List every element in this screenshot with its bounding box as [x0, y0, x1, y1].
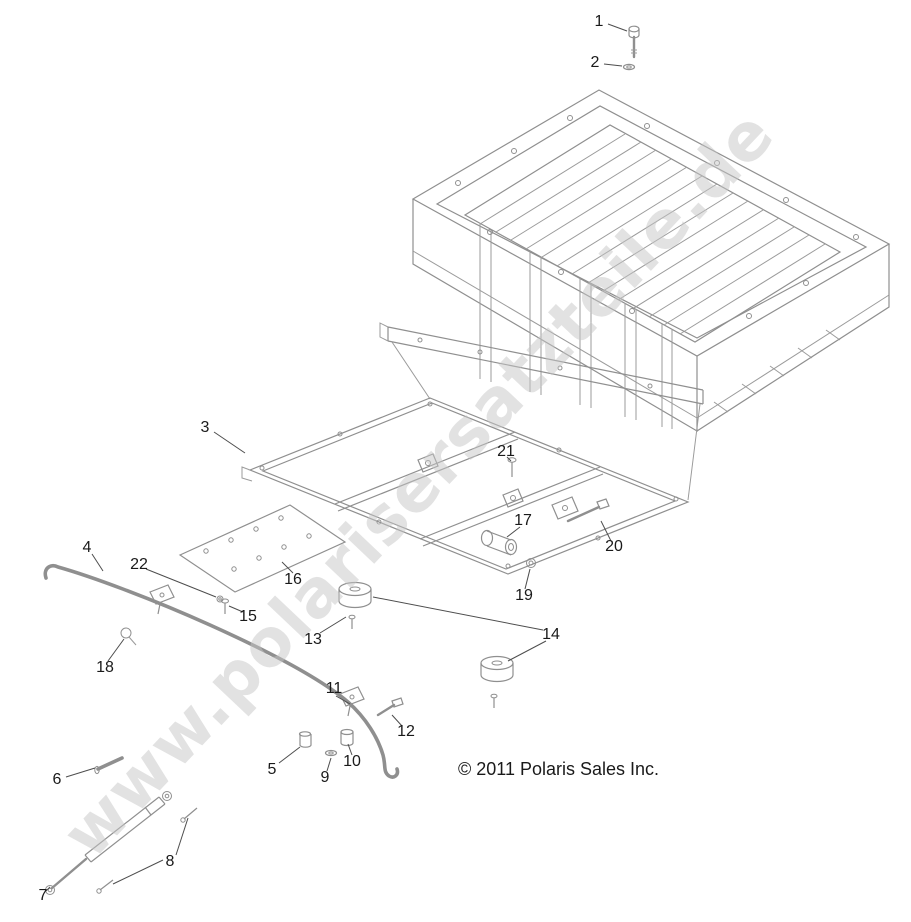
leader-line-15	[228, 605, 244, 613]
rubber-bumper-rear	[480, 655, 514, 708]
leader-line-14b	[507, 640, 547, 662]
cotter-pin-lower	[96, 879, 114, 894]
leader-line-6	[65, 767, 96, 778]
callout-12: 12	[397, 723, 415, 740]
cargo-box	[411, 89, 891, 433]
washer-2	[622, 63, 636, 71]
callout-22: 22	[130, 556, 148, 573]
callout-4: 4	[82, 539, 92, 556]
leader-line-20	[600, 520, 612, 542]
mounting-plate	[178, 504, 347, 593]
copyright-text: © 2011 Polaris Sales Inc.	[458, 759, 660, 779]
screw-15	[221, 598, 229, 614]
rubber-bumper-front	[338, 581, 372, 629]
callout-2: 2	[590, 54, 600, 71]
bolt-20	[566, 498, 610, 523]
flange-nut	[526, 558, 536, 568]
push-nut	[216, 595, 224, 603]
leader-line-8a	[175, 817, 189, 856]
callout-11: 11	[325, 680, 343, 697]
leader-line-9	[326, 757, 332, 772]
leader-line-19	[524, 568, 531, 590]
gas-strut	[45, 791, 172, 895]
callout-3: 3	[200, 419, 210, 436]
screw-21	[507, 457, 517, 477]
hatch-marks	[713, 329, 841, 413]
leader-line-17	[506, 526, 521, 538]
bar-clamp-right	[339, 686, 365, 717]
pivot-pin	[94, 756, 124, 775]
cotter-pin-upper	[180, 807, 198, 823]
leader-line-5	[278, 746, 301, 764]
callout-20: 20	[605, 538, 623, 555]
floor-slats	[479, 133, 826, 335]
roller-spacer	[480, 529, 518, 556]
watermark-text: www.polarisersatzteile.de	[48, 95, 789, 873]
callout-8: 8	[165, 853, 175, 870]
bumper-screw	[490, 693, 498, 708]
leader-line-7	[45, 886, 51, 892]
callout-14: 14	[542, 626, 560, 643]
torsion-bar	[43, 563, 400, 779]
callout-13: 13	[304, 631, 322, 648]
callout-21: 21	[497, 443, 515, 460]
leader-line-8b	[112, 859, 164, 885]
callout-16: 16	[284, 571, 302, 588]
leader-line-3	[213, 431, 246, 454]
watermark: www.polarisersatzteile.de	[48, 95, 789, 873]
bolt-1	[628, 25, 640, 59]
hinge-bracket	[551, 496, 579, 520]
bushing-large	[340, 728, 354, 747]
bushing-small	[298, 731, 312, 748]
bed-frame	[241, 397, 690, 575]
front-mount-channel	[379, 322, 704, 501]
leader-line-22	[145, 568, 217, 598]
callout-7: 7	[38, 887, 48, 904]
bar-clamp-left	[149, 584, 175, 615]
washer-9	[324, 749, 338, 757]
leader-line-16	[281, 561, 294, 574]
leader-line-10	[347, 743, 353, 756]
leader-line-14a	[372, 596, 544, 631]
leader-line-21	[506, 456, 512, 462]
leader-line-1	[607, 23, 628, 32]
leader-line-13	[319, 616, 347, 634]
leader-line-4	[91, 553, 104, 572]
callout-1: 1	[594, 13, 604, 30]
callout-10: 10	[343, 753, 361, 770]
bolt-12	[376, 697, 404, 717]
callout-5: 5	[267, 761, 277, 778]
callout-19: 19	[515, 587, 533, 604]
callout-17: 17	[514, 512, 532, 529]
leader-lines	[45, 23, 628, 892]
callout-15: 15	[239, 608, 257, 625]
callout-18: 18	[96, 659, 114, 676]
leader-line-2	[603, 63, 623, 67]
leader-line-18	[107, 638, 125, 662]
leader-line-12	[391, 714, 403, 727]
rim-bolts	[455, 115, 859, 319]
callout-9: 9	[320, 769, 330, 786]
bumper-screw	[348, 614, 356, 629]
callout-6: 6	[52, 771, 62, 788]
support-posts	[479, 223, 673, 429]
retainer-clip	[120, 627, 137, 646]
leader-line-11	[335, 695, 351, 705]
